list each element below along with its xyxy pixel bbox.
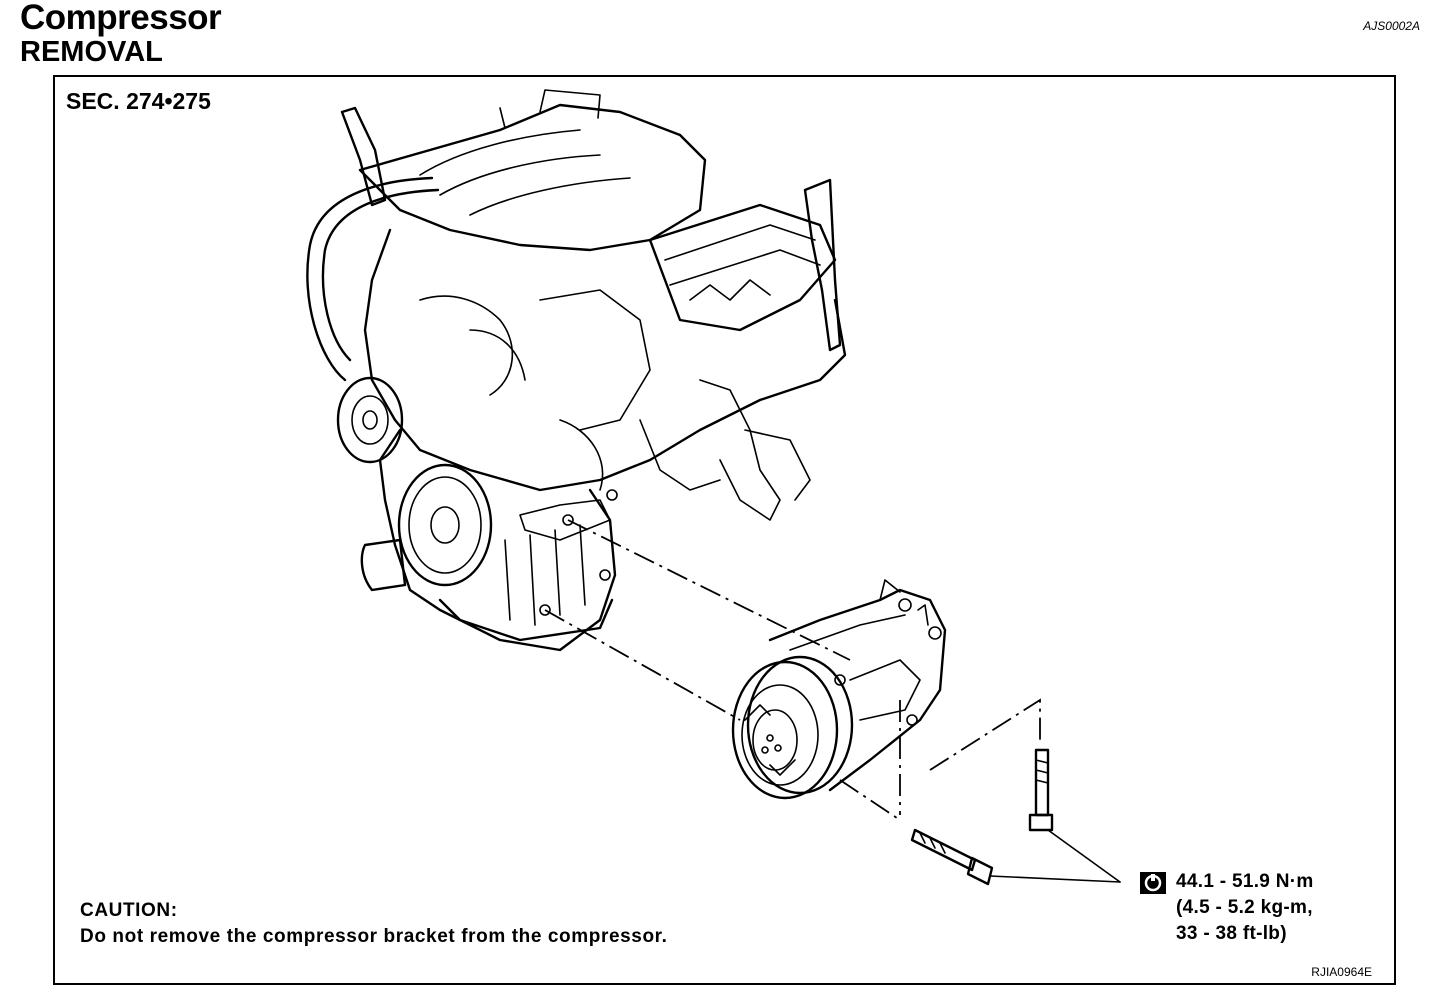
caution-note: CAUTION: Do not remove the compressor br…: [80, 898, 667, 950]
section-label: SEC. 274•275: [66, 88, 211, 114]
compressor-illustration: [731, 579, 947, 800]
figure-frame: [53, 75, 1396, 985]
torque-value-nm: 44.1 - 51.9 N·m: [1176, 871, 1314, 892]
caution-title: CAUTION:: [80, 900, 178, 921]
engine-illustration: [306, 89, 847, 652]
figure-id: RJIA0964E: [1311, 965, 1372, 979]
torque-spec: 44.1 - 51.9 N·m (4.5 - 5.2 kg-m, 33 - 38…: [1140, 869, 1314, 947]
torque-value-ftlb: 33 - 38 ft-lb): [1176, 923, 1287, 944]
page-title: Compressor: [20, 0, 222, 37]
alignment-lines: [544, 519, 1041, 821]
page-subtitle: REMOVAL: [20, 36, 163, 68]
caution-text: Do not remove the compressor bracket fro…: [80, 926, 668, 947]
mounting-bolts: [910, 748, 1121, 886]
document-id: AJS0002A: [1363, 19, 1420, 33]
torque-wrench-icon: [1140, 872, 1166, 894]
torque-value-kgm: (4.5 - 5.2 kg-m,: [1176, 897, 1313, 918]
